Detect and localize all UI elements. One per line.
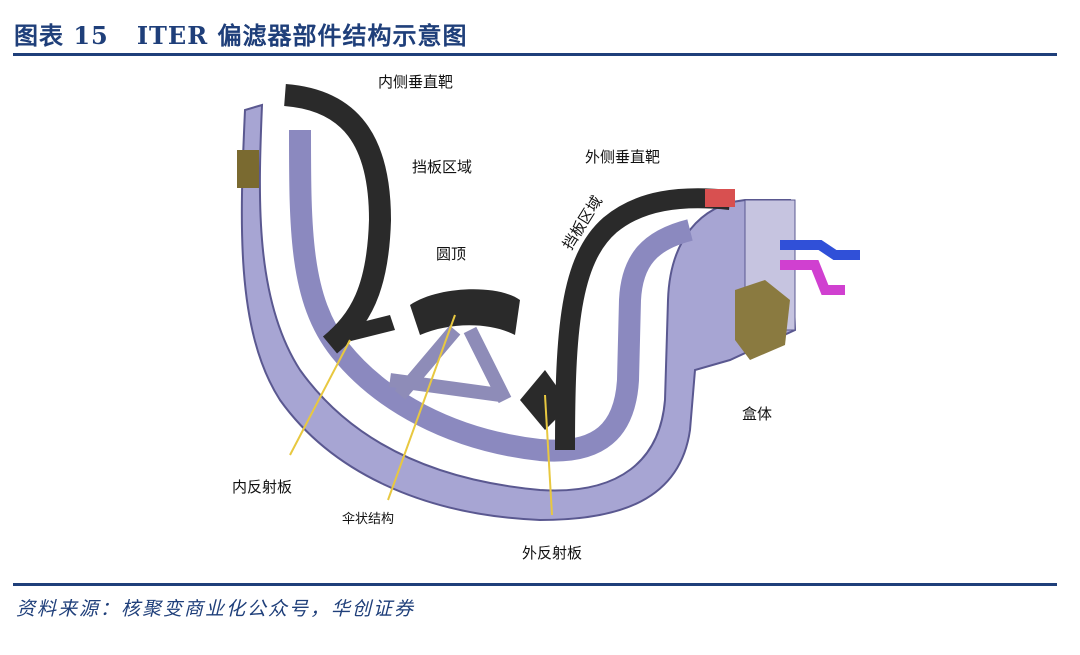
- label-outer-reflector: 外反射板: [522, 544, 583, 562]
- inner-vertical-target: [283, 84, 392, 354]
- outer-vertical-target: [555, 188, 731, 451]
- umbrella-legs: [389, 325, 512, 404]
- label-umbrella-structure: 伞状结构: [342, 512, 395, 527]
- pointer-umbrella: [387, 314, 456, 501]
- blue-pipe: [780, 240, 860, 260]
- dome: [410, 289, 520, 335]
- pointer-inner-reflector: [289, 339, 351, 456]
- label-dome: 圆顶: [436, 245, 467, 263]
- inner-reflector-plate: [330, 315, 395, 345]
- label-outer-vertical-target: 外侧垂直靶: [585, 148, 661, 166]
- bracket: [735, 280, 790, 360]
- inner-channel: [289, 129, 693, 462]
- source-divider: [13, 583, 1057, 586]
- figure-title: 图表 15 ITER 偏滤器部件结构示意图: [14, 21, 468, 50]
- label-baffle-inner: 挡板区域: [412, 158, 473, 176]
- left-bracket: [237, 150, 259, 188]
- title-divider: [13, 53, 1057, 56]
- magenta-pipe: [780, 260, 845, 295]
- label-inner-vertical-target: 内侧垂直靶: [378, 73, 454, 91]
- label-inner-reflector: 内反射板: [232, 478, 293, 496]
- pointer-outer-reflector: [544, 394, 553, 516]
- figure-source: 资料来源：核聚变商业化公众号，华创证券: [16, 598, 416, 620]
- label-cassette-body: 盒体: [742, 405, 773, 423]
